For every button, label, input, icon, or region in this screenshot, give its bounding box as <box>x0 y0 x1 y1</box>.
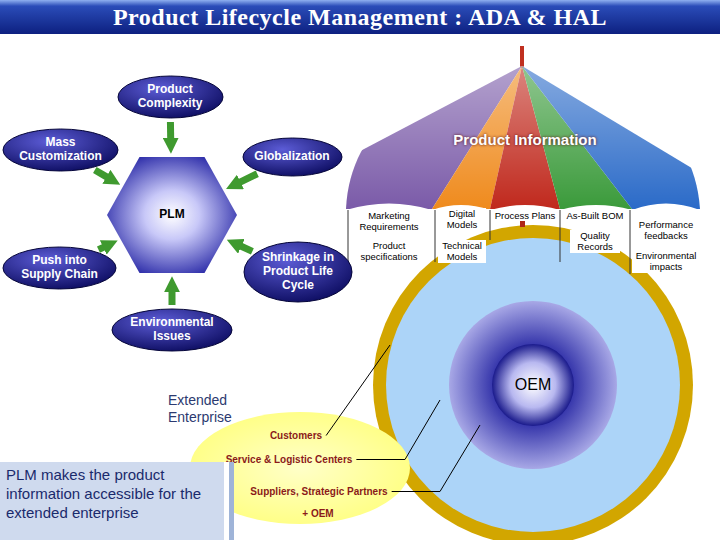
oem-outline <box>492 344 574 426</box>
factor-ellipse: Globalization <box>242 137 343 177</box>
leader-line <box>392 425 480 492</box>
node-text: Shrinkage in Product Life Cycle <box>257 251 339 292</box>
green-arrow <box>238 174 258 184</box>
leader-line <box>326 345 390 436</box>
member-label: + OEM <box>208 508 428 520</box>
member-label: Customers <box>186 430 406 442</box>
ellipse-outline <box>3 129 118 171</box>
node-text: Mass Customization <box>17 136 105 164</box>
node-text: Push into Supply Chain <box>17 254 103 282</box>
info-label: Environmental impacts <box>632 250 700 273</box>
node-text: Product Complexity <box>130 83 210 111</box>
note-box: PLM makes the product information access… <box>0 462 229 540</box>
info-label: Performance feedbacks <box>633 219 699 242</box>
ellipse-outline <box>3 247 116 289</box>
factor-ellipse: Environmental Issues <box>111 308 233 352</box>
hexagon-outline <box>107 157 237 273</box>
green-arrow <box>238 245 252 251</box>
factor-ellipse: Mass Customization <box>2 128 119 172</box>
title-bar: Product Lifecycle Management : ADA & HAL <box>0 0 720 34</box>
note-text: PLM makes the product information access… <box>6 466 220 522</box>
ellipse-outline <box>118 76 223 118</box>
column-dividers <box>348 210 630 274</box>
info-label: Quality Records <box>570 230 620 253</box>
factor-ellipse: Push into Supply Chain <box>2 246 117 290</box>
inner-disc <box>449 301 617 469</box>
ellipse-outline <box>244 242 352 302</box>
factor-ellipse: Product Complexity <box>117 75 224 119</box>
middle-ring <box>386 238 680 532</box>
plm-hexagon: PLM <box>107 157 237 273</box>
info-label: Process Plans <box>492 210 558 221</box>
oem-circle: OEM <box>491 343 575 427</box>
green-arrow <box>95 170 109 178</box>
green-arrow <box>169 289 176 305</box>
title: Product Lifecycle Management : ADA & HAL <box>0 0 720 34</box>
umbrella-canopy <box>250 60 720 210</box>
node-text: Globalization <box>254 150 329 164</box>
ellipse-outline <box>112 309 232 351</box>
ellipse-outline <box>243 138 342 176</box>
umbrella-heading: Product Information <box>415 131 635 149</box>
node-text: PLM <box>159 208 184 222</box>
group-heading: Extended Enterprise <box>168 392 248 426</box>
info-label: Marketing Requirements <box>354 210 424 233</box>
leader-line <box>356 400 440 460</box>
factor-ellipse: Shrinkage in Product Life Cycle <box>243 241 353 303</box>
green-arrow <box>98 246 106 250</box>
umbrella-tip <box>520 46 524 68</box>
info-label: Digital Models <box>438 208 486 231</box>
node-text: Environmental Issues <box>126 316 218 344</box>
info-label: As-Built BOM <box>563 210 627 221</box>
node-text: OEM <box>515 376 551 394</box>
info-label: Product specifications <box>354 240 424 263</box>
green-arrow <box>167 122 174 141</box>
member-label: Suppliers, Strategic Partners <box>209 486 429 498</box>
info-label: Technical Models <box>438 240 486 263</box>
